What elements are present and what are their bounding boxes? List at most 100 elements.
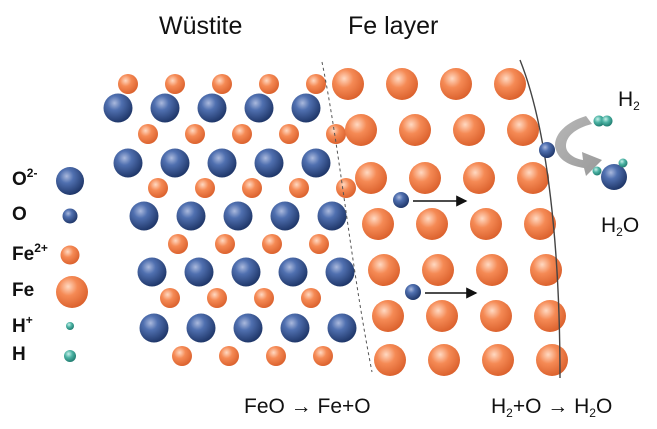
- legend-fe-atom-symbol: [56, 276, 88, 308]
- wustite-lattice: [103, 74, 357, 366]
- o2-ion: [278, 257, 308, 287]
- fe-atom: [524, 208, 556, 240]
- legend-o2-ion-label: O2-: [12, 166, 38, 190]
- fe2-ion: [160, 288, 180, 308]
- o2-ion: [137, 257, 167, 287]
- o2-ion: [197, 93, 227, 123]
- fe-atom: [428, 344, 460, 376]
- legend-o2-ion-symbol: [56, 167, 84, 195]
- fe-atom: [345, 114, 377, 146]
- o2-ion: [113, 148, 143, 178]
- o2-ion: [176, 201, 206, 231]
- fe-gas-surface-line: [519, 59, 561, 379]
- fe-atom: [482, 344, 514, 376]
- o2-ion: [301, 148, 331, 178]
- feo-reduction-equation: FeO → Fe+O: [244, 395, 371, 418]
- h2-molecule: [593, 115, 613, 127]
- fe-atom: [372, 300, 404, 332]
- fe-layer-atoms: [332, 68, 568, 376]
- fe2-ion: [266, 346, 286, 366]
- legend-fe2-ion-symbol: [60, 245, 80, 265]
- fe2-ion: [185, 124, 205, 144]
- fe2-ion: [165, 74, 185, 94]
- o2-ion: [233, 313, 263, 343]
- fe-atom: [416, 208, 448, 240]
- legend-h-atom-label: H: [12, 344, 26, 365]
- legend-h-ion-symbol: [66, 322, 74, 330]
- fe-atom: [536, 344, 568, 376]
- fe-atom: [534, 300, 566, 332]
- fe2-ion: [118, 74, 138, 94]
- fe-atom: [422, 254, 454, 286]
- fe2-ion: [172, 346, 192, 366]
- legend-h-ion-label: H+: [12, 313, 33, 337]
- fe2-ion: [326, 124, 346, 144]
- fe-atom: [470, 208, 502, 240]
- fe2-ion: [262, 234, 282, 254]
- o2-ion: [327, 313, 357, 343]
- fe2-ion: [168, 234, 188, 254]
- fe2-ion: [259, 74, 279, 94]
- fe2-ion: [207, 288, 227, 308]
- fe-atom: [362, 208, 394, 240]
- fe2-ion: [148, 178, 168, 198]
- legend-symbols: [56, 167, 88, 362]
- fe2-ion: [232, 124, 252, 144]
- o2-ion: [207, 148, 237, 178]
- fe-layer-title: Fe layer: [348, 12, 439, 40]
- fe-atom: [409, 162, 441, 194]
- legend-h-atom-symbol: [64, 350, 76, 362]
- fe2-ion: [301, 288, 321, 308]
- o2-ion: [223, 201, 253, 231]
- fe-atom: [517, 162, 549, 194]
- fe2-ion: [242, 178, 262, 198]
- fe2-ion: [313, 346, 333, 366]
- fe-atom: [507, 114, 539, 146]
- o2-ion: [139, 313, 169, 343]
- fe-atom: [332, 68, 364, 100]
- o2-ion: [160, 148, 190, 178]
- water-formation-equation: H2+O → H2O: [491, 395, 613, 420]
- o2-ion: [244, 93, 274, 123]
- fe-atom: [374, 344, 406, 376]
- o2-ion: [325, 257, 355, 287]
- h2o-molecule: [592, 158, 628, 190]
- diffusing-oxygen-2: [405, 284, 478, 300]
- reaction-curve-arrow: [555, 116, 602, 176]
- fe2-ion: [195, 178, 215, 198]
- fe-atom: [386, 68, 418, 100]
- o2-ion: [291, 93, 321, 123]
- wustite-title: Wüstite: [159, 12, 243, 40]
- fe2-ion: [215, 234, 235, 254]
- o2-ion: [317, 201, 347, 231]
- fe2-ion: [212, 74, 232, 94]
- diffusing-oxygen-1: [393, 192, 468, 208]
- o2-ion: [280, 313, 310, 343]
- fe-atom: [476, 254, 508, 286]
- fe2-ion: [289, 178, 309, 198]
- fe-atom: [480, 300, 512, 332]
- fe-atom: [530, 254, 562, 286]
- fe2-ion: [309, 234, 329, 254]
- fe-atom: [426, 300, 458, 332]
- fe2-ion: [279, 124, 299, 144]
- legend-fe-atom-label: Fe: [12, 280, 35, 301]
- fe2-ion: [138, 124, 158, 144]
- legend-o-atom-symbol: [62, 208, 78, 224]
- fe-atom: [355, 162, 387, 194]
- fe-atom: [399, 114, 431, 146]
- legend-o-atom-label: O: [12, 204, 27, 225]
- fe-atom: [368, 254, 400, 286]
- fe-atom: [463, 162, 495, 194]
- h2-label: H2: [618, 88, 640, 113]
- o2-ion: [184, 257, 214, 287]
- o2-ion: [129, 201, 159, 231]
- fe-atom: [494, 68, 526, 100]
- o2-ion: [150, 93, 180, 123]
- o2-ion: [231, 257, 261, 287]
- fe2-ion: [336, 178, 356, 198]
- surface-oxygen-atom: [539, 142, 555, 158]
- legend-fe2-ion-label: Fe2+: [12, 241, 48, 265]
- fe-atom: [440, 68, 472, 100]
- fe2-ion: [219, 346, 239, 366]
